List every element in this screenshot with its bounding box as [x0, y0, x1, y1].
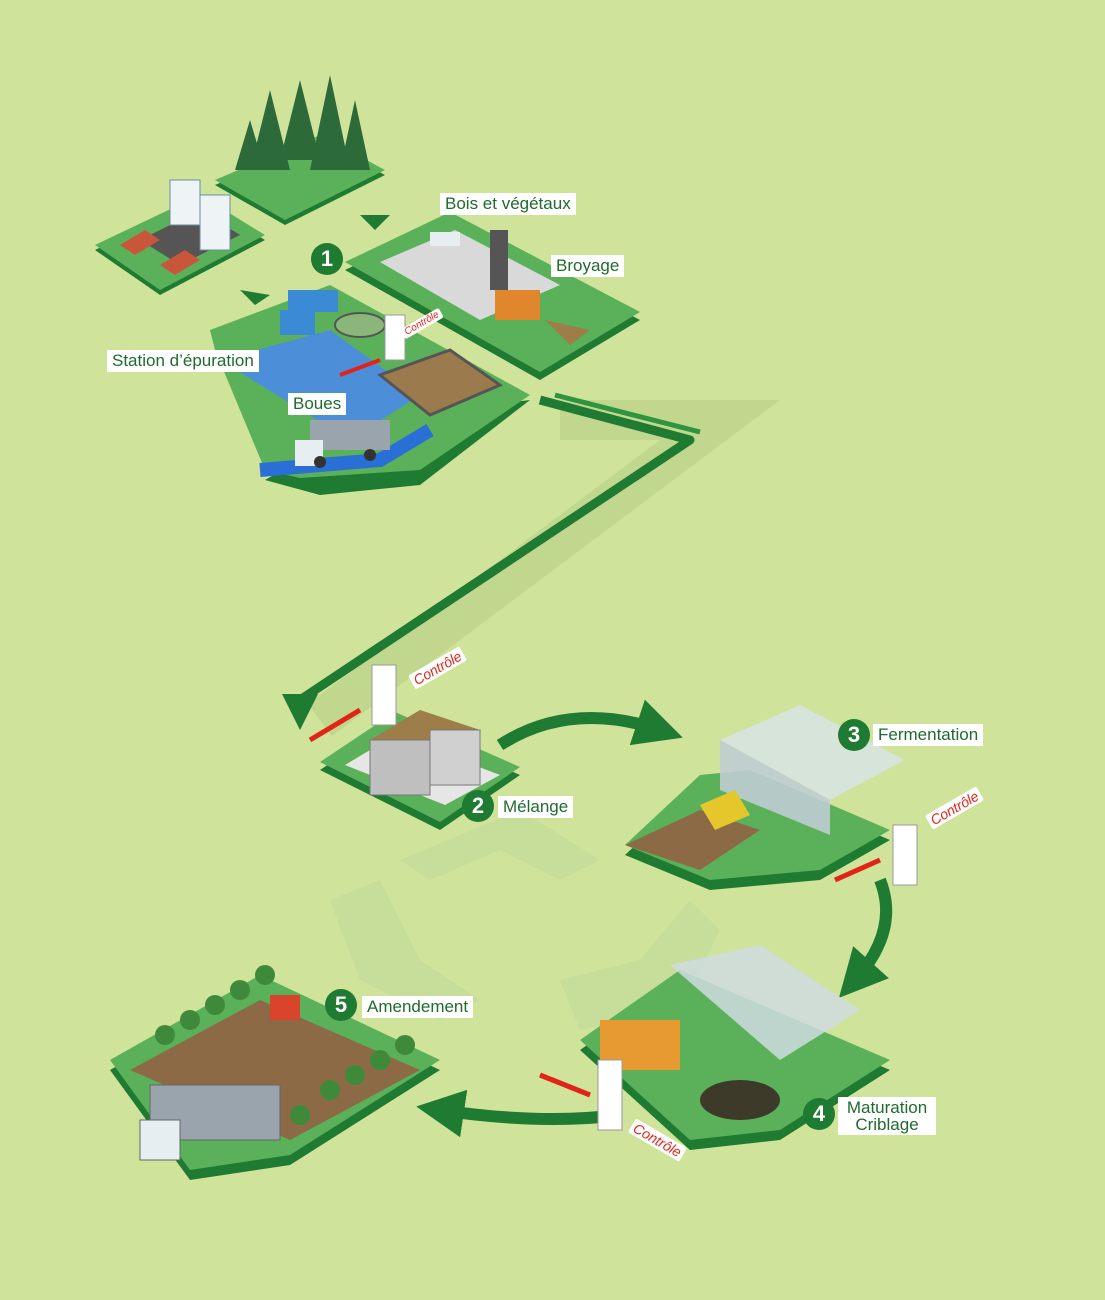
- step-4-label: Maturation Criblage: [838, 1097, 936, 1135]
- arrow-2-to-3: [496, 699, 683, 751]
- arrow-4-to-5: [416, 1089, 621, 1138]
- wood-label: Bois et végétaux: [440, 193, 576, 215]
- route-arrow-1-to-2: [282, 395, 695, 730]
- sludge-label: Boues: [288, 393, 347, 415]
- step-4-number: 4: [803, 1098, 835, 1130]
- wood-platform: [345, 212, 640, 380]
- station-label: Station d’épuration: [107, 350, 259, 372]
- arrow-3-to-4: [838, 877, 893, 998]
- step-5-label: Amendement: [362, 996, 474, 1018]
- step-5-number: 5: [325, 989, 357, 1021]
- forest-platform: [215, 75, 385, 225]
- step-3-label: Fermentation: [873, 724, 984, 746]
- step-4-label-line2: Criblage: [855, 1115, 919, 1134]
- amendment-platform: [110, 965, 440, 1180]
- station-platform: [210, 285, 530, 495]
- step-3-number: 3: [838, 719, 870, 751]
- step-4-label-line1: Maturation: [846, 1098, 928, 1117]
- control-checkpoints: [308, 314, 918, 1131]
- step-2-label: Mélange: [498, 796, 574, 818]
- step-1-number: 1: [311, 243, 343, 275]
- step-2-number: 2: [462, 790, 494, 822]
- maturation-platform: [580, 945, 890, 1150]
- shredding-label: Broyage: [551, 255, 625, 277]
- housing-platform: [95, 179, 265, 295]
- fermentation-platform: [625, 705, 905, 890]
